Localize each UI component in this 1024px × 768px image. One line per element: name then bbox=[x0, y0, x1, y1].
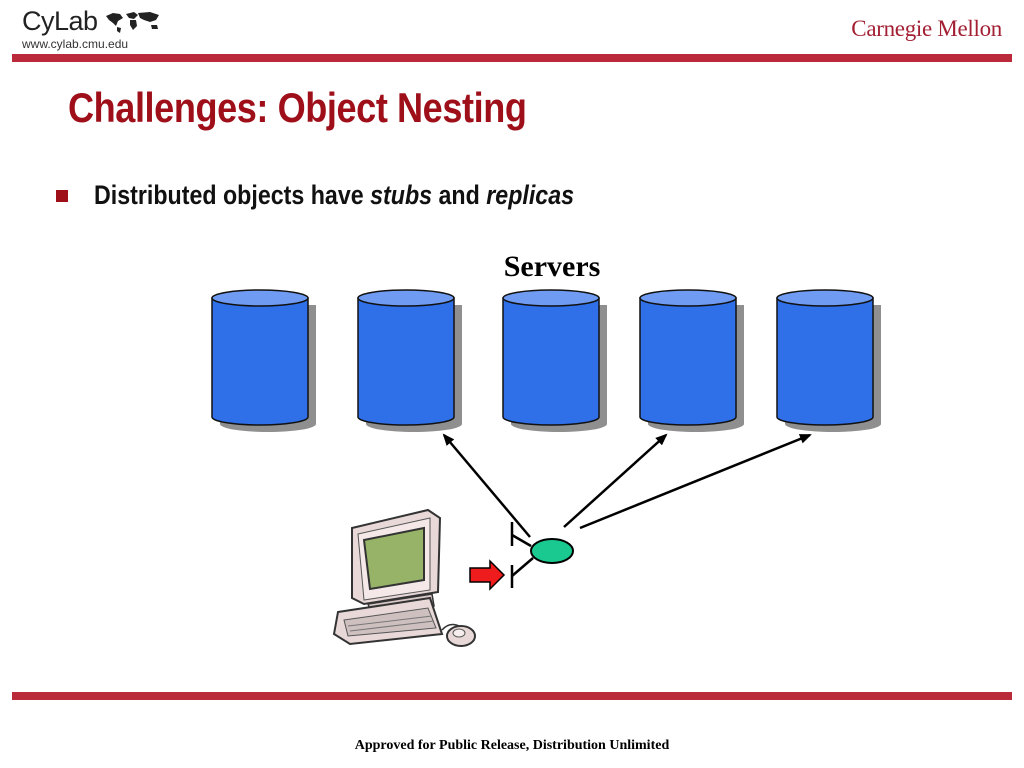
cylab-logo-text: CyLab bbox=[22, 6, 98, 36]
arrow-to-replica bbox=[579, 433, 812, 530]
bullet-text: Distributed objects have stubs and repli… bbox=[94, 180, 574, 211]
stub-object bbox=[510, 522, 574, 588]
footer-text: Approved for Public Release, Distributio… bbox=[354, 738, 670, 753]
desktop-computer-icon bbox=[332, 508, 469, 646]
bullet-replicas-term: replicas bbox=[486, 180, 575, 210]
arrow-to-replica bbox=[442, 433, 531, 538]
server-cylinder bbox=[502, 289, 607, 432]
header-rule bbox=[12, 54, 1012, 62]
slide-title: Challenges: Object Nesting bbox=[68, 84, 527, 131]
servers-label: Servers bbox=[504, 250, 601, 283]
bullet-text-part1: Distributed objects have bbox=[94, 180, 371, 210]
footer-rule bbox=[12, 692, 1012, 700]
cylab-logo: CyLab www.cylab.cmu.edu bbox=[22, 6, 128, 51]
cmu-logo: Carnegie Mellon bbox=[851, 16, 1002, 41]
bullet-stubs-term: stubs bbox=[370, 180, 433, 210]
bullet-square-icon bbox=[56, 189, 68, 202]
arrow-to-replica bbox=[563, 433, 668, 528]
server-cylinder bbox=[639, 289, 744, 432]
cylab-url: www.cylab.cmu.edu bbox=[22, 37, 129, 51]
world-map-icon bbox=[106, 12, 159, 33]
server-cylinder bbox=[357, 289, 462, 432]
bullet-item: Distributed objects have stubs and repli… bbox=[56, 180, 653, 211]
server-cylinder bbox=[776, 289, 881, 432]
server-cylinder bbox=[211, 289, 316, 432]
mouse-icon bbox=[446, 625, 476, 647]
bullet-text-part2: and bbox=[432, 180, 487, 210]
request-arrow-icon bbox=[469, 559, 506, 591]
